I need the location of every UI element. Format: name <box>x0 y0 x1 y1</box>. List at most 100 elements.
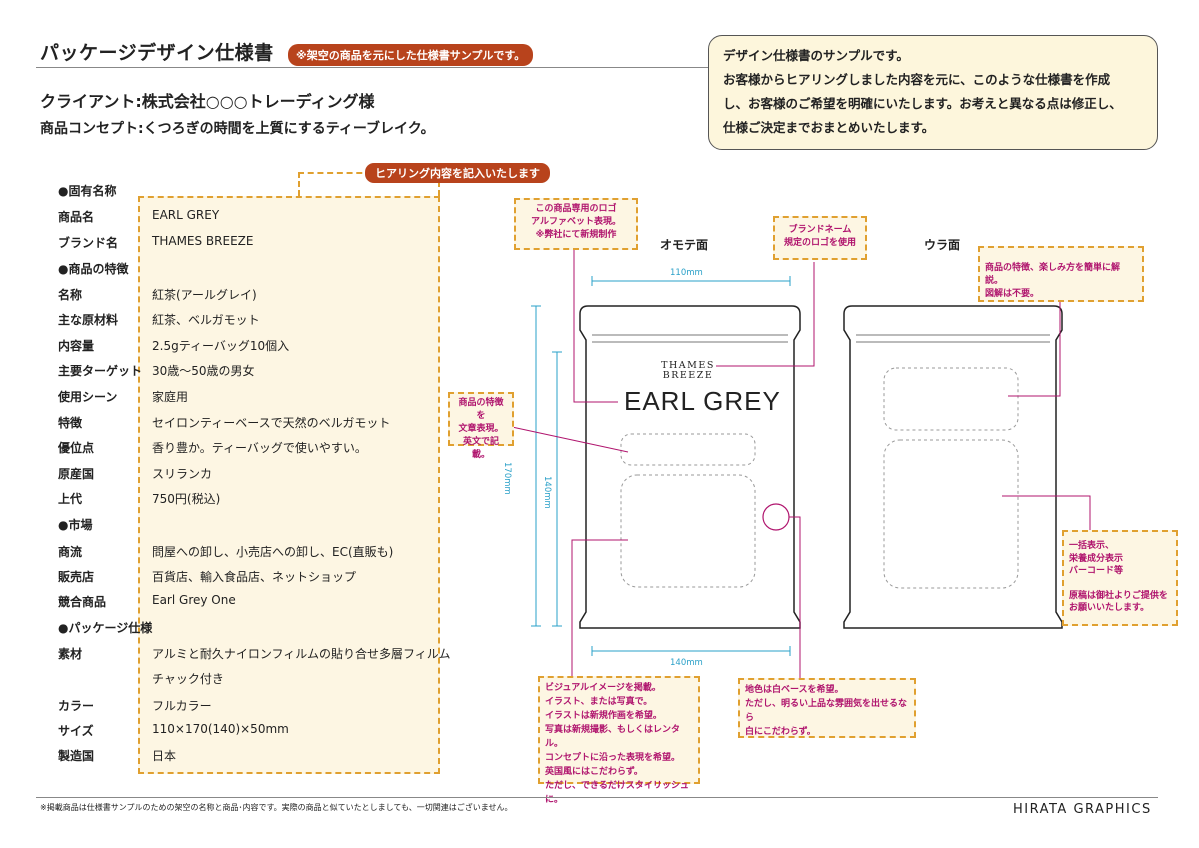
spec-value: フルカラー <box>152 699 212 713</box>
note-logo: この商品専用のロゴ アルファベット表現。 ※弊社にて新規制作 <box>514 198 638 250</box>
spec-value: 香り豊か。ティーバッグで使いやすい。 <box>152 441 367 455</box>
note-back-right: 一括表示、 栄養成分表示 バーコード等 原稿は御社よりご提供を お願いいたします… <box>1062 530 1178 626</box>
spec-value: 30歳～50歳の男女 <box>152 364 255 378</box>
note-line: 文章表現。 <box>458 424 504 434</box>
spec-label: 上代 <box>58 492 83 506</box>
note-line: この商品専用のロゴ <box>535 204 617 214</box>
note-line: 英国風にはこだわらず。 <box>545 767 643 777</box>
sample-note-box: デザイン仕様書のサンプルです。 お客様からヒアリングしました内容を元に、このよう… <box>708 35 1158 150</box>
spec-label: 使用シーン <box>58 390 118 404</box>
spec-label: 製造国 <box>58 749 95 763</box>
spec-value: セイロンティーベースで天然のベルガモット <box>152 416 391 430</box>
note-line: 商品の特徴、楽しみ方を簡単に解説。 <box>985 263 1121 286</box>
spec-value: 問屋への卸し、小売店への卸し、EC(直販も) <box>152 545 394 559</box>
back-pouch-outline <box>843 305 1063 629</box>
spec-value: 2.5gティーバッグ10個入 <box>152 339 290 353</box>
note-line: イラスト、または写真で。 <box>545 697 653 707</box>
back-info-area <box>883 439 1019 589</box>
note-line: 商品の特徴を <box>458 398 504 421</box>
note-line <box>1069 578 1171 590</box>
spec-label: ブランド名 <box>58 236 119 250</box>
spec-value: チャック付き <box>152 672 224 686</box>
brand-logo-line: BREEZE <box>662 370 714 381</box>
spec-value: アルミと耐久ナイロンフィルムの貼り合せ多層フィルム <box>152 647 451 661</box>
back-view-label: ウラ面 <box>924 238 961 252</box>
spec-label: カラー <box>58 699 95 713</box>
spec-value: 750円(税込) <box>152 492 221 506</box>
footer-divider <box>36 797 1158 798</box>
note-line: ただし、明るい上品な雰囲気を出せるなら <box>745 699 908 723</box>
spec-label: 優位点 <box>58 441 95 455</box>
note-brand: ブランドネーム 規定のロゴを使用 <box>773 216 867 260</box>
spec-label: 競合商品 <box>58 595 107 609</box>
back-text-area <box>883 367 1019 431</box>
spec-label: サイズ <box>58 724 94 738</box>
spec-value: THAMES BREEZE <box>152 234 254 248</box>
dim-inner-height: 140mm <box>542 476 552 509</box>
note-line: 仕様ご決定までおまとめいたします。 <box>723 120 935 135</box>
brand-logo: THAMES BREEZE <box>657 361 719 381</box>
header-divider <box>36 67 716 68</box>
note-line: 図解は不要。 <box>985 289 1040 299</box>
feature-text-area <box>620 433 756 466</box>
spec-value: 紅茶、ベルガモット <box>152 313 260 327</box>
note-line: ビジュアルイメージを掲載。 <box>545 683 661 693</box>
note-ground: 地色は白ベースを希望。 ただし、明るい上品な雰囲気を出せるなら 白にこだわらず。 <box>738 678 916 738</box>
visual-area <box>620 474 756 588</box>
note-line: 地色は白ベースを希望。 <box>745 685 844 695</box>
spec-label: 原産国 <box>58 467 95 481</box>
spec-label: 主要ターゲット <box>58 364 143 378</box>
spec-label: 素材 <box>58 647 83 661</box>
front-pouch-outline <box>579 305 801 629</box>
note-line: 原稿は御社よりご提供を <box>1069 590 1168 601</box>
spec-value: 家庭用 <box>152 390 189 404</box>
spec-label: ●パッケージ仕様 <box>58 621 153 635</box>
spec-value: 日本 <box>152 749 177 763</box>
spec-value: 紅茶(アールグレイ) <box>152 288 257 302</box>
note-line: 白にこだわらず。 <box>745 727 816 737</box>
note-visual: ビジュアルイメージを掲載。 イラスト、または写真で。 イラストは新規作画を希望。… <box>538 676 700 805</box>
spec-value: 百貨店、輸入食品店、ネットショップ <box>152 570 357 584</box>
note-line: お願いいたします。 <box>1069 603 1150 613</box>
product-concept: 商品コンセプト:くつろぎの時間を上質にするティーブレイク。 <box>40 121 435 137</box>
note-line: お客様からヒアリングしました内容を元に、このような仕様書を作成 <box>723 72 1111 87</box>
note-line: アルファベット表現。 <box>531 217 621 227</box>
note-line: 栄養成分表示 <box>1069 553 1124 564</box>
spec-label: 販売店 <box>58 570 95 584</box>
note-line: ブランドネーム <box>788 225 852 235</box>
spec-value: EARL GREY <box>152 208 220 222</box>
dim-total-height: 170mm <box>502 462 512 495</box>
note-line: イラストは新規作画を希望。 <box>545 711 662 721</box>
note-back-top: 商品の特徴、楽しみ方を簡単に解説。 図解は不要。 <box>978 246 1144 302</box>
spec-label: 内容量 <box>58 339 95 353</box>
spec-label: ●商品の特徴 <box>58 262 129 276</box>
front-view-label: オモテ面 <box>660 238 709 252</box>
spec-value: 110×170(140)×50mm <box>152 722 289 736</box>
spec-label: 特徴 <box>58 416 83 430</box>
note-line: ただし、できるだけスタイリッシュに。 <box>545 781 689 805</box>
note-line: コンセプトに沿った表現を希望。 <box>545 753 681 763</box>
spec-label: 商品名 <box>58 210 95 224</box>
spec-label: ●市場 <box>58 518 93 532</box>
note-line: 規定のロゴを使用 <box>783 238 856 248</box>
spec-values-box <box>138 196 440 774</box>
note-line: ※弊社にて新規制作 <box>535 230 617 240</box>
spec-value: スリランカ <box>152 467 213 481</box>
note-line: 写真は新規撮影、もしくはレンタル。 <box>545 725 681 749</box>
note-line: 一括表示、 <box>1069 541 1115 551</box>
client-name: クライアント:株式会社○○○トレーディング様 <box>40 92 375 111</box>
spec-label: 主な原材料 <box>58 313 119 327</box>
footer-note: ※掲載商品は仕様書サンプルのための架空の名称と商品･内容です。実際の商品と似てい… <box>40 803 513 812</box>
spec-value: Earl Grey One <box>152 593 236 607</box>
note-line: バーコード等 <box>1069 566 1124 576</box>
note-line: し、お客様のご希望を明確にいたします。お考えと異なる点は修正し、 <box>723 96 1122 111</box>
spec-label: 名称 <box>58 288 83 302</box>
brand-logo-line: THAMES <box>661 360 715 371</box>
note-feature: 商品の特徴を 文章表現。 英文で記載。 <box>448 392 514 460</box>
page-title: パッケージデザイン仕様書 <box>40 42 274 64</box>
spec-label: 商流 <box>58 545 83 559</box>
spec-label: ●固有名称 <box>58 184 117 198</box>
note-line: デザイン仕様書のサンプルです。 <box>723 48 909 63</box>
note-line: 英文で記載。 <box>462 437 499 460</box>
